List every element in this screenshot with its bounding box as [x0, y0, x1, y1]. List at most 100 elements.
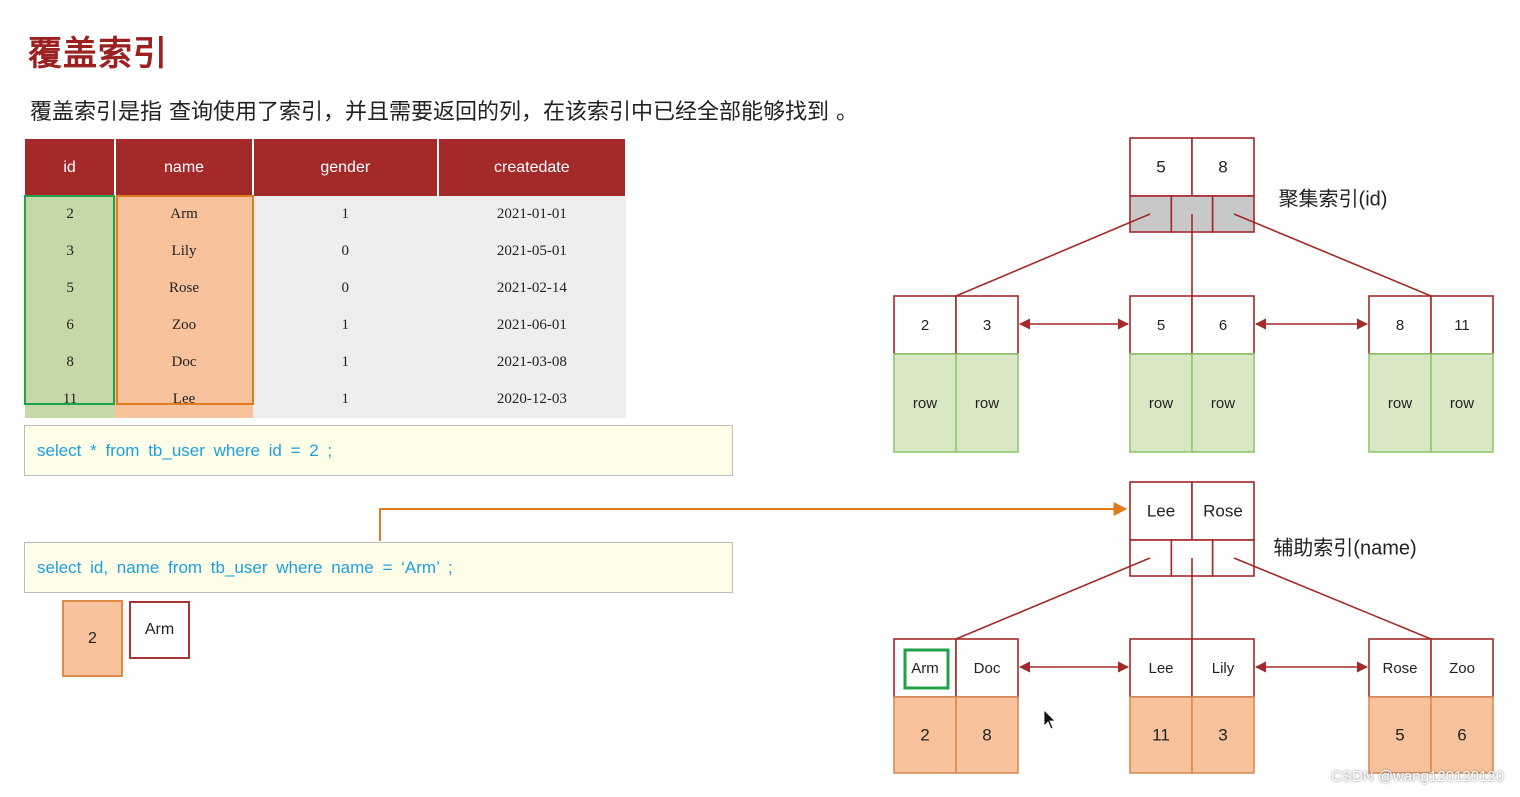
secondary_index-leaf-value-label: 5 — [1395, 725, 1404, 744]
clustered_index-leaf-key — [1430, 295, 1494, 355]
secondary_index-leaf-key-label: Rose — [1382, 660, 1417, 677]
clustered_index-root-key-label: 5 — [1156, 157, 1165, 176]
sql-query-2: select id, name from tb_user where name … — [24, 542, 733, 593]
clustered_index-root-pointer — [1129, 195, 1173, 233]
secondary_index-root-key-label: Lee — [1147, 501, 1175, 520]
table-cell-gender: 1 — [252, 381, 438, 418]
clustered_index-leaf-key — [893, 295, 957, 355]
clustered_index-leaf-value-label: row — [1211, 395, 1235, 412]
table-cell-name: Rose — [115, 270, 253, 307]
secondary_index-leaf-key — [1129, 638, 1193, 698]
secondary_index-edge-right — [1233, 557, 1432, 640]
secondary_index-root-pointer — [1211, 539, 1255, 577]
secondary_index-leaf-key-label: Arm — [911, 660, 939, 677]
clustered-index-label: 聚集索引(id) — [1279, 187, 1388, 210]
table-cell-createdate: 2021-02-14 — [437, 270, 626, 307]
secondary_index-leaf-key-label: Doc — [974, 660, 1001, 677]
secondary_index-leaf-key-label: Zoo — [1449, 660, 1475, 677]
header-gender: gender — [252, 139, 439, 196]
clustered_index-leaf-value — [1129, 353, 1193, 453]
result-id-cell: 2 — [62, 600, 123, 677]
clustered_index-edge-right — [1233, 213, 1432, 297]
name-column-highlight — [116, 195, 254, 405]
clustered_index-leaf-key-label: 8 — [1396, 317, 1404, 334]
secondary_index-root-pointer — [1129, 539, 1173, 577]
secondary_index-leaf-key — [1430, 638, 1494, 698]
clustered_index-leaf-value-label: row — [975, 395, 999, 412]
clustered_index-leaf-key-label: 11 — [1454, 317, 1470, 334]
secondary_index-leaf-value — [1129, 696, 1193, 774]
header-id: id — [25, 139, 117, 196]
clustered_index-leaf-value-label: row — [913, 395, 937, 412]
clustered_index-leaf-value — [1368, 353, 1432, 453]
secondary_index-leaf-value-label: 6 — [1457, 725, 1466, 744]
table-cell-createdate: 2021-03-08 — [437, 344, 626, 381]
result-name-cell: Arm — [129, 601, 190, 659]
page-subtitle: 覆盖索引是指 查询使用了索引，并且需要返回的列，在该索引中已经全部能够找到 。 — [30, 100, 858, 125]
table-cell-createdate: 2021-05-01 — [437, 233, 626, 270]
table-cell-gender: 1 — [252, 196, 438, 233]
secondary_index-edge-left — [955, 557, 1151, 640]
header-createdate: createdate — [437, 139, 628, 196]
secondary_index-leaf-key — [955, 638, 1019, 698]
sql-query-1: select * from tb_user where id = 2 ; — [24, 425, 733, 476]
table-cell-createdate: 2020-12-03 — [437, 381, 626, 418]
table-cell-gender: 0 — [252, 270, 438, 307]
table-cell-name: Arm — [115, 196, 253, 233]
table-cell-id: 3 — [25, 233, 116, 270]
clustered_index-leaf-key-label: 5 — [1157, 317, 1165, 334]
table-cell-name: Lily — [115, 233, 253, 270]
table-cell-id: 5 — [25, 270, 116, 307]
secondary_index-leaf-value — [1191, 696, 1255, 774]
clustered_index-leaf-value — [1191, 353, 1255, 453]
page-title: 覆盖索引 — [28, 34, 168, 74]
table-cell-gender: 0 — [252, 233, 438, 270]
clustered_index-leaf-value — [893, 353, 957, 453]
clustered_index-root-key-label: 8 — [1218, 157, 1227, 176]
header-name: name — [115, 139, 254, 196]
clustered_index-leaf-key-label: 2 — [921, 317, 929, 334]
query-to-index-arrow — [379, 502, 1128, 541]
table-cell-id: 2 — [25, 196, 116, 233]
clustered_index-leaf-value-label: row — [1388, 395, 1412, 412]
secondary_index-leaf-value — [955, 696, 1019, 774]
secondary_index-leaf-value-label: 8 — [982, 725, 991, 744]
secondary_index-leaf-value-label: 3 — [1218, 725, 1227, 744]
table-cell-createdate: 2021-01-01 — [437, 196, 626, 233]
secondary_index-root-key-label: Rose — [1203, 501, 1243, 520]
table-cell-gender: 1 — [252, 307, 438, 344]
secondary_index-root-key-1 — [1191, 481, 1255, 541]
secondary_index-root-key-0 — [1129, 481, 1193, 541]
secondary-index-label: 辅助索引(name) — [1273, 536, 1416, 559]
table-cell-name: Zoo — [115, 307, 253, 344]
clustered_index-leaf-key-label: 6 — [1219, 317, 1227, 334]
clustered_index-edge-left — [955, 213, 1151, 297]
table-cell-id: 8 — [25, 344, 116, 381]
table-cell-createdate: 2021-06-01 — [437, 307, 626, 344]
watermark: CSDN @wang120120120 — [1331, 768, 1504, 785]
clustered_index-root-pointer — [1211, 195, 1255, 233]
clustered_index-root-key-0 — [1129, 137, 1193, 197]
secondary_index-leaf-key-label: Lily — [1212, 660, 1235, 677]
secondary_index-leaf-value — [1368, 696, 1432, 774]
clustered_index-leaf-value — [955, 353, 1019, 453]
table-cell-id: 6 — [25, 307, 116, 344]
secondary_index-leaf-key-label: Lee — [1148, 660, 1173, 677]
mouse-cursor-icon — [1043, 709, 1056, 730]
table-header-row: id name gender createdate — [25, 139, 628, 196]
clustered_index-leaf-value — [1430, 353, 1494, 453]
arm-key-highlight — [903, 648, 950, 690]
clustered_index-leaf-value-label: row — [1450, 395, 1474, 412]
secondary_index-leaf-value-label: 2 — [920, 725, 929, 744]
secondary_index-leaf-value — [1430, 696, 1494, 774]
clustered_index-leaf-value-label: row — [1149, 395, 1173, 412]
table-cell-name: Doc — [115, 344, 253, 381]
